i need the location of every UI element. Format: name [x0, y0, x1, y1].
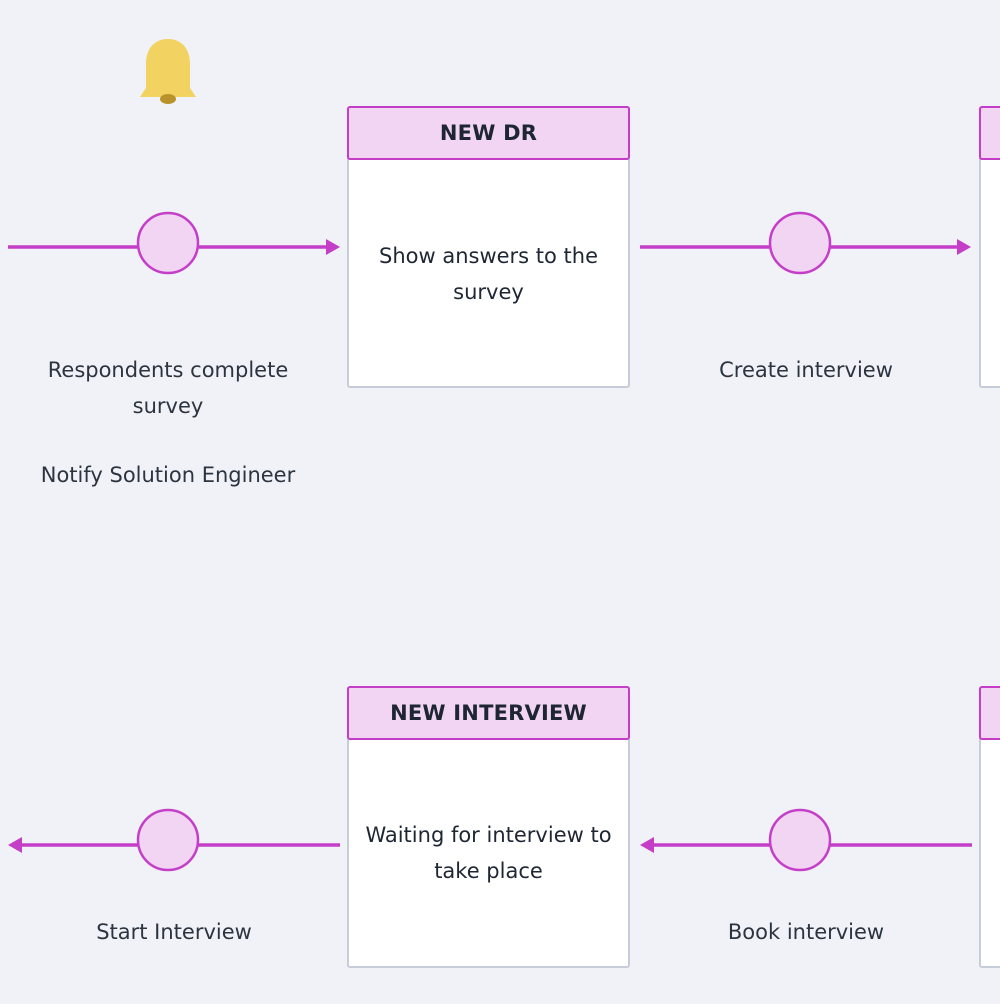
arrow-left-icon	[8, 837, 22, 853]
step-node[interactable]	[136, 808, 200, 872]
card-header: NEW INTERVIEW	[347, 686, 630, 740]
step-label: Book interview	[727, 920, 885, 944]
step-node[interactable]	[136, 211, 200, 275]
card-body-text: Show answers to the survey	[378, 244, 599, 304]
card-header-partial	[979, 106, 1000, 160]
notification-label: Notify Solution Engineer	[40, 463, 296, 487]
step-label: Create interview	[719, 358, 893, 382]
step-node[interactable]	[768, 808, 832, 872]
card-header-partial	[979, 686, 1000, 740]
arrow-right-icon	[957, 239, 971, 255]
step-node[interactable]	[768, 211, 832, 275]
card-body-text: Waiting for interview to take place	[365, 823, 612, 883]
bell-icon[interactable]	[140, 39, 196, 104]
arrow-right-icon	[326, 239, 340, 255]
step-label: Start Interview	[96, 920, 252, 944]
step-label: Respondents complete survey	[47, 358, 289, 418]
card-header: NEW DR	[347, 106, 630, 160]
arrow-left-icon	[640, 837, 654, 853]
